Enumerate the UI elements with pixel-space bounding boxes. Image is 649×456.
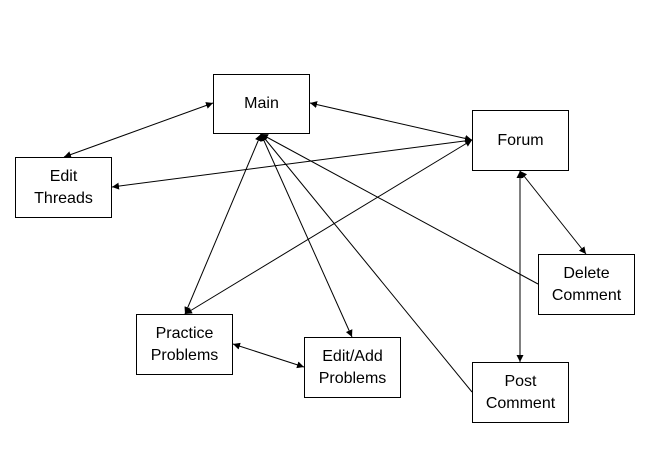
practice-problems-node-line1: Practice [155,324,214,342]
post-comment-node[interactable]: Post Comment [472,362,569,423]
edges-layer [63,101,587,393]
edit-add-problems-node[interactable]: Edit/Add Problems [304,337,401,398]
practice-problems-node-line2: Problems [150,346,219,364]
delete-comment-node-line2: Comment [551,286,622,304]
edit-add-problems-node-label: Edit/Add Problems [319,346,387,390]
main-node-label: Main [244,93,279,115]
post-comment-node-line1: Post [504,372,537,390]
edge-forum-to-delete-comment [519,170,587,255]
edge-main-to-forum [309,101,473,142]
edge-main-to-post-comment [260,133,473,393]
edit-add-problems-node-line2: Problems [318,369,387,387]
edit-threads-node[interactable]: Edit Threads [15,157,112,218]
edge-main-to-edit-threads [63,102,214,158]
edge-main-to-practice-problems [184,133,262,315]
practice-problems-node-label: Practice Problems [151,323,219,367]
edge-forum-to-edit-threads [111,137,473,190]
edit-threads-node-line2: Threads [34,189,93,207]
edit-threads-node-line1: Edit [49,167,78,185]
delete-comment-node-label: Delete Comment [552,263,621,307]
edge-forum-to-practice-problems [184,139,473,315]
edge-main-to-delete-comment [260,133,539,285]
practice-problems-node[interactable]: Practice Problems [136,314,233,375]
edit-threads-node-label: Edit Threads [34,166,93,210]
forum-node-line1: Forum [497,131,544,149]
main-node[interactable]: Main [213,74,310,134]
delete-comment-node-line1: Delete [563,264,610,282]
main-node-line1: Main [244,95,279,112]
edit-add-problems-node-line1: Edit/Add [322,347,383,365]
forum-node[interactable]: Forum [472,110,569,171]
post-comment-node-label: Post Comment [486,371,555,415]
edge-main-to-edit-add-problems [260,133,353,338]
forum-node-label: Forum [497,130,543,152]
post-comment-node-line2: Comment [485,394,556,412]
delete-comment-node[interactable]: Delete Comment [538,254,635,315]
edge-practice-problems-to-edit-add-problems [232,342,305,369]
